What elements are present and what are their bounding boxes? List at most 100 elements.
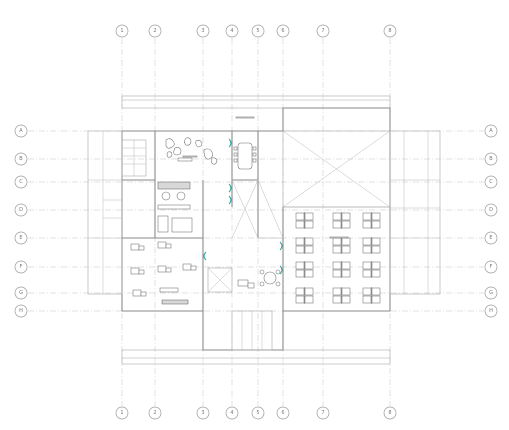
desk: [304, 220, 314, 229]
door-accent: [228, 183, 232, 193]
grid-bubble: [225, 24, 239, 38]
grid-bubble: [196, 24, 210, 38]
grid-label-bottom-6: 6: [281, 410, 284, 416]
desk: [304, 269, 314, 278]
meeting-table: [237, 142, 253, 170]
desk: [304, 245, 314, 254]
desk: [332, 237, 342, 246]
desk-cluster: [362, 212, 381, 229]
grid-label-bottom-8: 8: [388, 410, 391, 416]
ramp-line: [231, 179, 259, 239]
grid-bubble: [484, 231, 498, 245]
desk: [371, 261, 381, 270]
grid-label-left-a: A: [19, 128, 23, 134]
desk: [332, 220, 342, 229]
grid-bubble: [484, 175, 498, 189]
chair: [165, 243, 172, 249]
desk: [130, 243, 140, 251]
desk-cluster: [332, 237, 351, 254]
desk: [295, 287, 305, 296]
grid-label-left-c: C: [19, 179, 23, 185]
desk-cluster: [295, 237, 314, 254]
chair: [275, 269, 281, 275]
chair: [252, 152, 257, 157]
storage: [161, 299, 189, 305]
desk: [362, 245, 372, 254]
desk: [341, 295, 351, 304]
chair: [275, 281, 281, 287]
desk: [304, 237, 314, 246]
grid-bubble: [316, 406, 330, 420]
grid-bubble: [148, 406, 162, 420]
desk: [371, 220, 381, 229]
pantry-shelf: [157, 215, 169, 233]
desk: [157, 241, 167, 249]
grid-bubble: [14, 152, 28, 166]
desk-cluster: [332, 212, 351, 229]
grid-bubble: [484, 260, 498, 274]
door-accents: [203, 138, 283, 275]
chair: [138, 245, 145, 251]
lounge-seat: [195, 140, 203, 148]
grid-label-right-b: B: [489, 156, 493, 162]
door-accent: [203, 251, 207, 261]
grid-label-right-d: D: [489, 207, 493, 213]
desk: [295, 237, 305, 246]
chair: [165, 267, 172, 273]
grid-bubbles-left: A B C D E F G H: [14, 124, 28, 318]
grid-label-top-8: 8: [388, 28, 391, 34]
grid-label-bottom-2: 2: [153, 410, 156, 416]
room-label-mark: [329, 236, 349, 239]
desk-cluster: [295, 287, 314, 304]
grid-label-bottom-4: 4: [230, 410, 233, 416]
bench: [177, 157, 193, 162]
elevator-shaft: [207, 267, 233, 293]
grid-bubble: [251, 406, 265, 420]
grid-label-bottom-1: 1: [120, 410, 123, 416]
desk: [341, 261, 351, 270]
grid-label-right-g: G: [489, 290, 493, 296]
desk: [295, 212, 305, 221]
door-accent: [228, 138, 232, 148]
lounge-seat: [165, 138, 175, 149]
desk: [362, 287, 372, 296]
grid-label-top-5: 5: [256, 28, 259, 34]
desk-cluster: [362, 261, 381, 278]
grid-bubble: [276, 406, 290, 420]
room-label-mark: [235, 116, 255, 119]
furniture: [130, 116, 381, 305]
grid-label-right-a: A: [489, 128, 493, 134]
counter: [159, 287, 179, 293]
desk: [362, 261, 372, 270]
chair: [233, 146, 238, 151]
chair: [252, 146, 257, 151]
desk: [295, 220, 305, 229]
desk: [341, 212, 351, 221]
desk: [332, 269, 342, 278]
grid-label-right-h: H: [489, 308, 493, 314]
chair: [233, 152, 238, 157]
lounge-seat: [210, 157, 218, 165]
desk: [341, 269, 351, 278]
void-cross: [282, 130, 391, 208]
grid-label-bottom-5: 5: [256, 410, 259, 416]
grid-label-left-h: H: [19, 308, 23, 314]
grid-bubble: [484, 304, 498, 318]
grid-bubble: [115, 24, 129, 38]
door-accent: [279, 265, 283, 275]
grid-bubble: [316, 24, 330, 38]
desk: [371, 269, 381, 278]
desk: [332, 245, 342, 254]
desk-cluster: [362, 287, 381, 304]
right-wing: [389, 130, 441, 295]
desk-cluster: [295, 212, 314, 229]
desk-cluster: [332, 287, 351, 304]
grid-label-top-2: 2: [153, 28, 156, 34]
workstations-right: [295, 212, 381, 304]
grid-bubble: [115, 406, 129, 420]
desk: [295, 261, 305, 270]
lounge-seat: [203, 148, 213, 160]
desk: [371, 237, 381, 246]
lower-extension: [121, 349, 391, 365]
